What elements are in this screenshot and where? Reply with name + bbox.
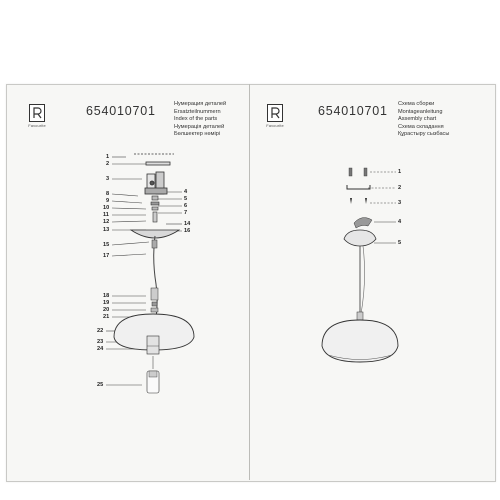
part-number: 12 [103, 219, 110, 225]
part-number: 1 [106, 154, 110, 160]
step-number: 2 [398, 185, 402, 191]
title-en: Index of the parts [174, 116, 218, 122]
canopy [343, 229, 377, 247]
lamp-shade [113, 313, 195, 351]
model-number: 654010701 [318, 104, 388, 118]
part-number: 11 [103, 212, 109, 218]
brand-logo-icon [29, 104, 45, 122]
title-de: Ersatzteilnummern [174, 108, 221, 115]
part-number: 20 [103, 307, 110, 313]
part-number: 25 [97, 382, 104, 388]
brand-logo: Favourite [258, 104, 292, 128]
step-number: 4 [398, 219, 402, 225]
part-number: 17 [103, 253, 110, 259]
part-number: 18 [103, 293, 110, 299]
title-ua: Схема складання [398, 123, 444, 130]
part-number: 5 [184, 196, 188, 202]
part-number: 6 [184, 203, 188, 209]
part-number: 8 [106, 191, 110, 197]
title-en: Assembly chart [398, 116, 437, 122]
part-number: 13 [103, 227, 110, 233]
title-ru: Нумерация деталей [174, 101, 227, 107]
title-ru: Схема сборки [398, 101, 435, 107]
part-number: 3 [106, 176, 110, 182]
part-number: 4 [184, 189, 188, 195]
part-number: 9 [106, 198, 110, 204]
page-fold-line [249, 84, 250, 480]
assembly-drawing [321, 167, 399, 363]
part-number: 7 [184, 210, 188, 216]
step-number: 1 [398, 169, 402, 175]
part-number: 16 [184, 228, 191, 234]
part-number: 10 [103, 205, 110, 211]
page-titles: Нумерация деталей Ersatzteilnummern Inde… [174, 101, 226, 139]
assembly-chart-page: Favourite 654010701 Схема сборки Montage… [250, 84, 494, 480]
instruction-sheet [6, 84, 496, 482]
brand-logo-icon [267, 104, 283, 122]
page-titles: Схема сборки Montageanleitung Assembly c… [398, 101, 449, 139]
step-number: 5 [398, 240, 402, 246]
part-number: 2 [106, 161, 110, 167]
title-kz: Құрастыру сызбасы [398, 131, 450, 137]
part-number: 14 [184, 221, 191, 227]
part-number: 21 [103, 314, 110, 320]
part-number: 19 [103, 300, 110, 306]
part-number: 15 [103, 242, 110, 248]
part-number: 22 [97, 328, 104, 334]
brand-name: Favourite [28, 123, 46, 128]
lamp-shade [321, 319, 399, 363]
model-number: 654010701 [86, 104, 156, 118]
brand-logo: Favourite [20, 104, 54, 128]
title-ua: Нумерація деталей [174, 123, 225, 130]
parts-index-page: Favourite 654010701 Нумерация деталей Er… [6, 84, 249, 480]
title-de: Montageanleitung [398, 108, 443, 115]
title-kz: Бөлшектер нөмірі [174, 131, 221, 137]
canopy [129, 229, 181, 239]
part-number: 24 [97, 346, 104, 352]
exploded-parts-drawing [106, 153, 195, 394]
brand-name: Favourite [266, 123, 284, 128]
step-number: 3 [398, 200, 402, 206]
part-number: 23 [97, 339, 104, 345]
